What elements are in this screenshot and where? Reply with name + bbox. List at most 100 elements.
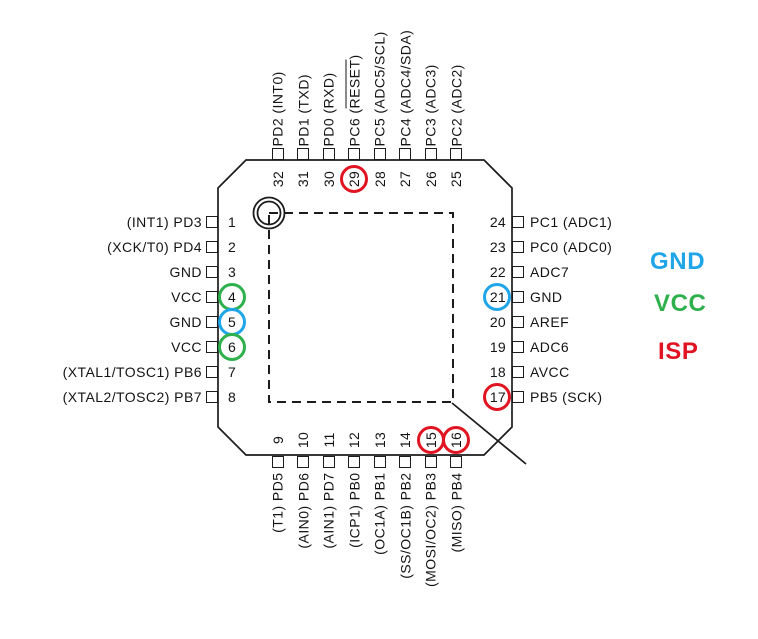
pin-label-18: AVCC bbox=[530, 364, 570, 380]
pin-square-25 bbox=[450, 148, 462, 160]
pin-label-20: AREF bbox=[530, 314, 570, 330]
pin-square-24 bbox=[512, 216, 524, 228]
pin-number-11: 11 bbox=[320, 432, 337, 448]
pin-square-20 bbox=[512, 316, 524, 328]
pin-square-31 bbox=[297, 148, 309, 160]
pin-square-26 bbox=[424, 148, 437, 160]
pin-label-22: ADC7 bbox=[530, 264, 570, 280]
pin-number-13: 13 bbox=[371, 431, 388, 449]
pin-number-10: 10 bbox=[295, 431, 311, 449]
pin-square-6 bbox=[206, 341, 218, 353]
pin-square-11 bbox=[322, 456, 335, 468]
pin-number-1: 1 bbox=[228, 214, 237, 230]
pin-highlight-circle-15 bbox=[416, 426, 445, 454]
pin-number-14: 14 bbox=[397, 431, 413, 449]
pin-label-2: (XCK/T0) PD4 bbox=[107, 239, 202, 255]
pin-number-31: 31 bbox=[295, 170, 311, 188]
pin-label-16: (MISO) PB4 bbox=[448, 472, 464, 553]
chip-outline bbox=[217, 159, 513, 456]
pin-highlight-circle-21 bbox=[483, 283, 511, 311]
pin-label-29: PC6 (RESET) bbox=[346, 54, 362, 147]
pin-square-19 bbox=[512, 341, 524, 353]
pin-label-27: PC4 (ADC4/SDA) bbox=[397, 29, 413, 147]
pin-square-32 bbox=[271, 148, 284, 160]
pin-label-4: VCC bbox=[171, 289, 202, 305]
pin1-indicator-inner-icon bbox=[256, 200, 282, 226]
pin-square-2 bbox=[206, 241, 218, 253]
pin-number-2: 2 bbox=[228, 239, 237, 255]
pin-square-21 bbox=[512, 291, 524, 303]
pin-number-19: 19 bbox=[489, 339, 506, 355]
pin-number-22: 22 bbox=[489, 264, 506, 280]
pin-number-12: 12 bbox=[346, 431, 362, 449]
pin-highlight-circle-16 bbox=[442, 426, 470, 454]
pin-square-13 bbox=[373, 456, 386, 468]
pin-label-14: (SS/OC1B) PB2 bbox=[397, 472, 413, 579]
pin-label-26: PC3 (ADC3) bbox=[422, 64, 439, 147]
pin-number-32: 32 bbox=[269, 170, 286, 188]
pin-number-23: 23 bbox=[489, 239, 506, 255]
pin-label-31: PD1 (TXD) bbox=[295, 74, 311, 147]
pin-square-22 bbox=[512, 266, 524, 278]
pin-square-8 bbox=[206, 391, 218, 403]
pin-square-15 bbox=[424, 456, 437, 468]
pin-number-26: 26 bbox=[422, 170, 439, 188]
pin-square-7 bbox=[206, 366, 218, 378]
pin-square-18 bbox=[512, 366, 524, 378]
pin-label-13: (OC1A) PB1 bbox=[371, 472, 388, 555]
corner-slash bbox=[451, 402, 527, 465]
pin-highlight-circle-6 bbox=[218, 333, 246, 361]
pin-square-3 bbox=[206, 266, 218, 278]
pin-label-28: PC5 (ADC5/SCL) bbox=[371, 31, 388, 147]
legend-gnd: GND bbox=[650, 248, 706, 275]
pin-highlight-circle-29 bbox=[340, 165, 368, 193]
pin-number-30: 30 bbox=[320, 170, 337, 188]
pin-number-20: 20 bbox=[489, 314, 506, 330]
pin-label-32: PD2 (INT0) bbox=[269, 71, 286, 147]
pin-square-10 bbox=[297, 456, 309, 468]
pin-label-11: (AIN1) PD7 bbox=[320, 472, 337, 549]
pin-number-18: 18 bbox=[489, 364, 506, 380]
pin-number-24: 24 bbox=[489, 214, 506, 230]
pin-square-29 bbox=[348, 148, 360, 160]
pin-label-1: (INT1) PD3 bbox=[126, 214, 202, 230]
pin-square-28 bbox=[373, 148, 386, 160]
pin-square-12 bbox=[348, 456, 360, 468]
pin-square-1 bbox=[206, 216, 218, 228]
pin-label-15: (MOSI/OC2) PB3 bbox=[422, 472, 439, 587]
pin-label-8: (XTAL2/TOSC2) PB7 bbox=[62, 389, 202, 405]
pin-highlight-circle-5 bbox=[218, 308, 246, 336]
pin-label-17: PB5 (SCK) bbox=[530, 389, 603, 405]
pin-label-24: PC1 (ADC1) bbox=[530, 214, 613, 230]
pin-highlight-circle-4 bbox=[218, 283, 246, 311]
pin-number-3: 3 bbox=[228, 264, 237, 280]
pin-label-6: VCC bbox=[171, 339, 202, 355]
pin-number-7: 7 bbox=[228, 364, 237, 380]
pin-square-17 bbox=[512, 391, 524, 403]
pin-square-14 bbox=[399, 456, 411, 468]
pin-label-12: (ICP1) PB0 bbox=[346, 472, 362, 548]
pin-label-10: (AIN0) PD6 bbox=[295, 472, 311, 549]
pin-square-27 bbox=[399, 148, 411, 160]
pin-square-5 bbox=[206, 316, 218, 328]
pin-square-16 bbox=[450, 456, 462, 468]
pin-square-4 bbox=[206, 291, 218, 303]
pin-label-3: GND bbox=[169, 264, 202, 280]
pin-number-27: 27 bbox=[397, 170, 413, 188]
pin-square-9 bbox=[271, 456, 284, 468]
pin-highlight-circle-17 bbox=[483, 383, 511, 411]
pin-label-25: PC2 (ADC2) bbox=[448, 64, 464, 147]
legend-vcc: VCC bbox=[654, 290, 707, 317]
pin-number-9: 9 bbox=[269, 435, 286, 445]
pin-number-8: 8 bbox=[228, 389, 237, 405]
pin-label-9: (T1) PD5 bbox=[269, 472, 286, 533]
exposed-pad-dashed-outline bbox=[268, 212, 454, 403]
pin-number-25: 25 bbox=[448, 170, 464, 188]
pin-label-21: GND bbox=[530, 289, 563, 305]
legend-isp: ISP bbox=[658, 338, 699, 365]
pin-label-7: (XTAL1/TOSC1) PB6 bbox=[62, 364, 202, 380]
pin-square-30 bbox=[322, 148, 335, 160]
pin-square-23 bbox=[512, 241, 524, 253]
